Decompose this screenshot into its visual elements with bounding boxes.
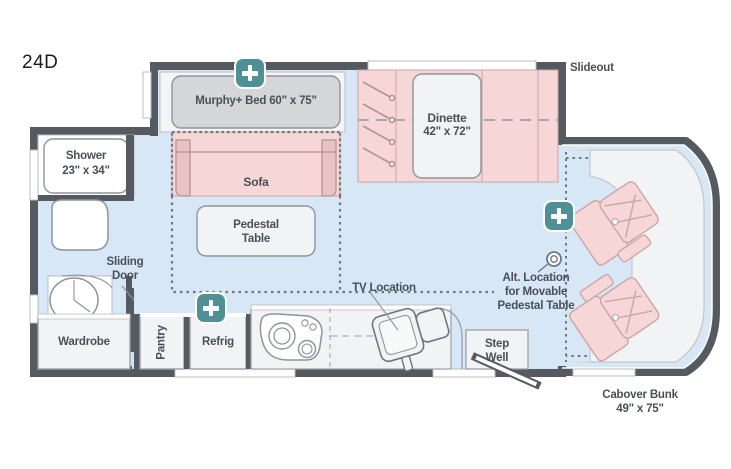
page-title: 24D [22,52,59,73]
windows [29,60,636,378]
cab-area [565,149,705,363]
kitchen-galley [250,291,463,372]
living-area-boundary [170,196,494,294]
murphy-bed-unit [159,71,346,133]
entry-door [470,352,542,390]
plus-icon-refrig[interactable] [197,294,225,322]
sofa-unit [170,130,342,197]
plus-icon-murphy-bed[interactable] [236,59,264,87]
pedestal-table [196,205,316,257]
bathroom-area [37,134,135,369]
plus-icon-cab-seats[interactable] [545,202,573,230]
dinette-slideout [357,69,559,183]
lower-cabinets [37,313,251,370]
alt-location-marker [537,251,562,273]
